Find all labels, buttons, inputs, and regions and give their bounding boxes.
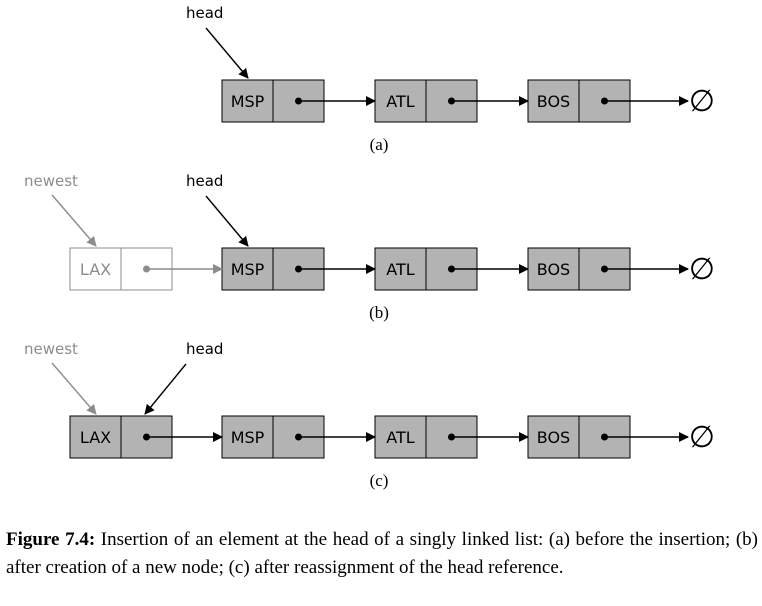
newest-label: newest xyxy=(24,340,78,358)
linked-list-diagram: MSP ATL BOS ∅ head (a) MSP ATL BOS ∅ LAX newest head… xyxy=(24,4,715,490)
node-label: BOS xyxy=(537,260,570,279)
node-label: BOS xyxy=(537,428,570,447)
null-symbol: ∅ xyxy=(689,420,715,455)
node-label: ATL xyxy=(386,92,414,111)
newest-pointer-arrow xyxy=(51,194,97,247)
head-label: head xyxy=(186,340,223,358)
node-label: LAX xyxy=(80,428,111,447)
head-label: head xyxy=(186,4,223,22)
node-element-cell xyxy=(221,79,274,123)
newest-label: newest xyxy=(24,172,78,190)
node-element-cell xyxy=(374,247,427,291)
panel-sublabel: (a) xyxy=(370,135,389,154)
node-label: LAX xyxy=(80,260,111,279)
node-element-cell xyxy=(69,415,122,459)
node-label: BOS xyxy=(537,92,570,111)
node-element-cell xyxy=(221,415,274,459)
panel-a: MSP ATL BOS ∅ head (a) xyxy=(186,4,715,154)
null-symbol: ∅ xyxy=(689,252,715,287)
head-pointer-arrow xyxy=(144,363,187,415)
panel-b: MSP ATL BOS ∅ LAX newest head (b) xyxy=(24,172,715,322)
node-element-cell xyxy=(221,247,274,291)
figure-caption: Figure 7.4: Insertion of an element at t… xyxy=(6,526,758,582)
newest-pointer-arrow xyxy=(51,362,97,415)
head-pointer-arrow xyxy=(205,195,249,247)
node-label: ATL xyxy=(386,428,414,447)
node-label: ATL xyxy=(386,260,414,279)
panel-sublabel: (c) xyxy=(370,471,389,490)
panel-sublabel: (b) xyxy=(369,303,389,322)
head-label: head xyxy=(186,172,223,190)
node-label: MSP xyxy=(231,92,265,111)
node-element-cell xyxy=(374,415,427,459)
null-symbol: ∅ xyxy=(689,84,715,119)
node-label: MSP xyxy=(231,428,265,447)
caption-text: Insertion of an element at the head of a… xyxy=(6,529,759,578)
head-pointer-arrow xyxy=(205,27,249,79)
figure-number: Figure 7.4: xyxy=(6,529,96,550)
node-label: MSP xyxy=(231,260,265,279)
node-element-cell xyxy=(527,79,580,123)
node-element-cell xyxy=(69,247,122,291)
panel-c: MSP ATL BOS ∅ LAX newest head (c) xyxy=(24,340,715,490)
